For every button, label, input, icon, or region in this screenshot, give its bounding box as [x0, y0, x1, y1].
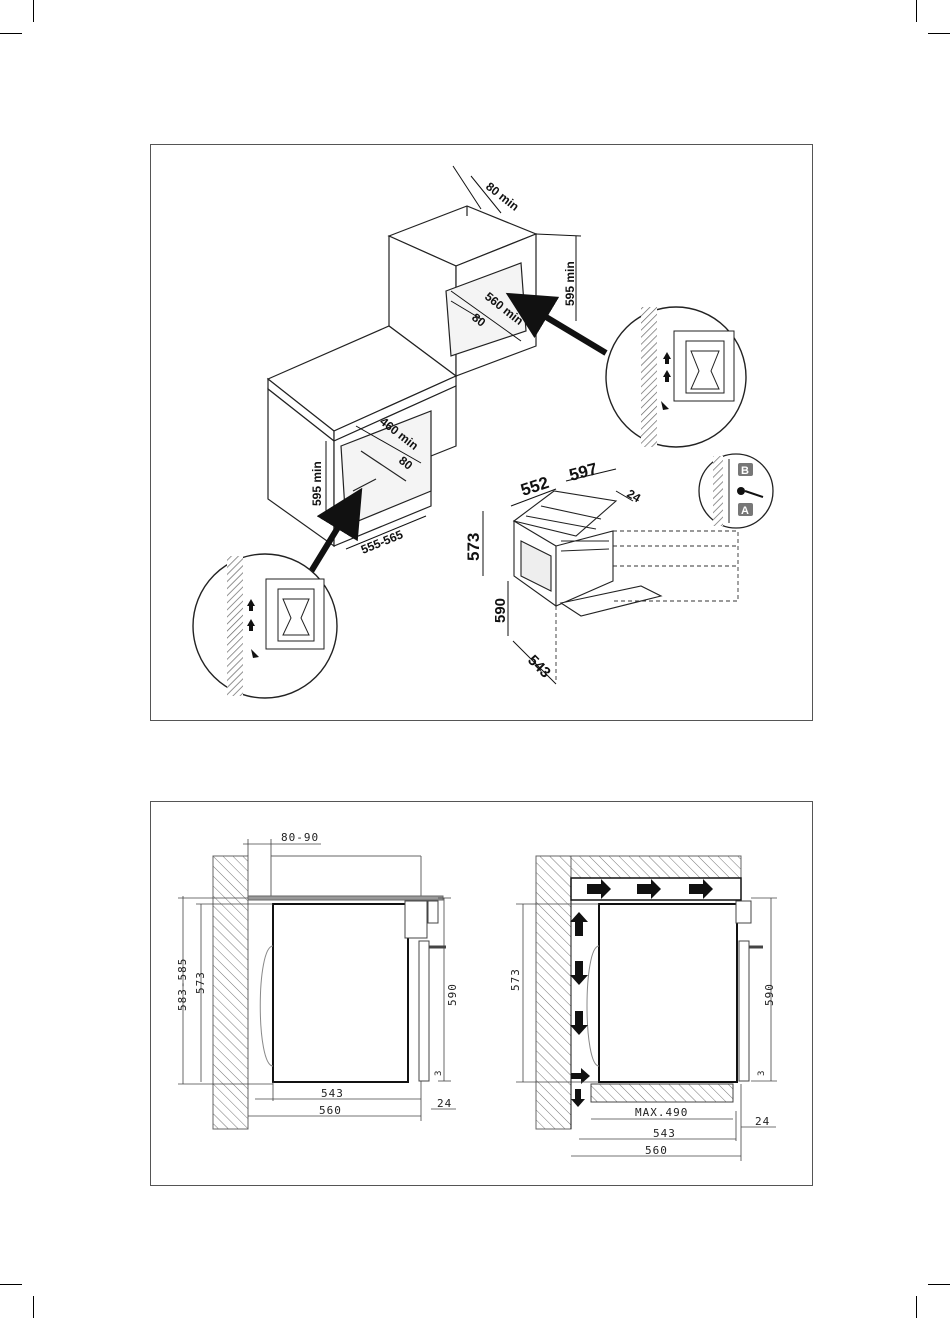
- dim-595-min-lower: 595 min: [310, 461, 324, 506]
- dim-max-490: MAX.490: [635, 1106, 688, 1119]
- installation-isometric-panel: 80 min 595 min 560 min 80 460 min 80 595…: [150, 144, 813, 721]
- section-right: 573 590 3 MAX.490 543 24 560: [509, 856, 777, 1161]
- bracket-detail-upper: [606, 307, 746, 447]
- section-left: 80-90 583-585 573 590 3 543 560 24: [176, 831, 459, 1129]
- dim-24-left: 24: [437, 1097, 452, 1110]
- dim-590-right: 590: [763, 983, 776, 1006]
- lower-cabinet: [268, 326, 456, 546]
- crop-mark-top-left-h: [0, 33, 22, 34]
- cross-section-panel: 80-90 583-585 573 590 3 543 560 24: [150, 801, 813, 1186]
- dim-560-left: 560: [319, 1104, 342, 1117]
- dim-590-left: 590: [446, 983, 459, 1006]
- dim-24-right: 24: [755, 1115, 770, 1128]
- crop-mark-bottom-left-v: [33, 1296, 34, 1318]
- crop-mark-top-left-v: [33, 0, 34, 22]
- dim-597: 597: [567, 459, 599, 485]
- screw-label-a: A: [741, 505, 749, 517]
- crop-mark-bottom-left-h: [0, 1284, 22, 1285]
- dim-573-right: 573: [509, 968, 522, 991]
- dim-552: 552: [518, 473, 551, 500]
- dim-590: 590: [492, 598, 509, 623]
- dim-573: 573: [464, 533, 483, 561]
- dim-80-min: 80 min: [483, 179, 522, 213]
- crop-mark-top-right-v: [916, 0, 917, 22]
- crop-mark-bottom-right-v: [916, 1296, 917, 1318]
- oven-unit: [514, 491, 661, 616]
- screw-label-b: B: [741, 465, 749, 477]
- dim-573-left: 573: [194, 971, 207, 994]
- dim-595-min-upper: 595 min: [563, 261, 577, 306]
- dim-3-left: 3: [434, 1070, 444, 1076]
- cross-section-diagram: 80-90 583-585 573 590 3 543 560 24: [151, 802, 812, 1185]
- bracket-detail-lower: [193, 554, 337, 698]
- dim-3-right: 3: [757, 1070, 767, 1076]
- dim-583-585: 583-585: [176, 958, 189, 1011]
- screw-detail: B A: [699, 454, 773, 528]
- installation-isometric-diagram: 80 min 595 min 560 min 80 460 min 80 595…: [151, 145, 812, 720]
- dim-543-right: 543: [653, 1127, 676, 1140]
- crop-mark-bottom-right-h: [928, 1284, 950, 1285]
- crop-mark-top-right-h: [928, 33, 950, 34]
- dim-24: 24: [625, 486, 644, 505]
- dim-560-right: 560: [645, 1144, 668, 1157]
- dim-80-90: 80-90: [281, 831, 319, 844]
- dim-543-left: 543: [321, 1087, 344, 1100]
